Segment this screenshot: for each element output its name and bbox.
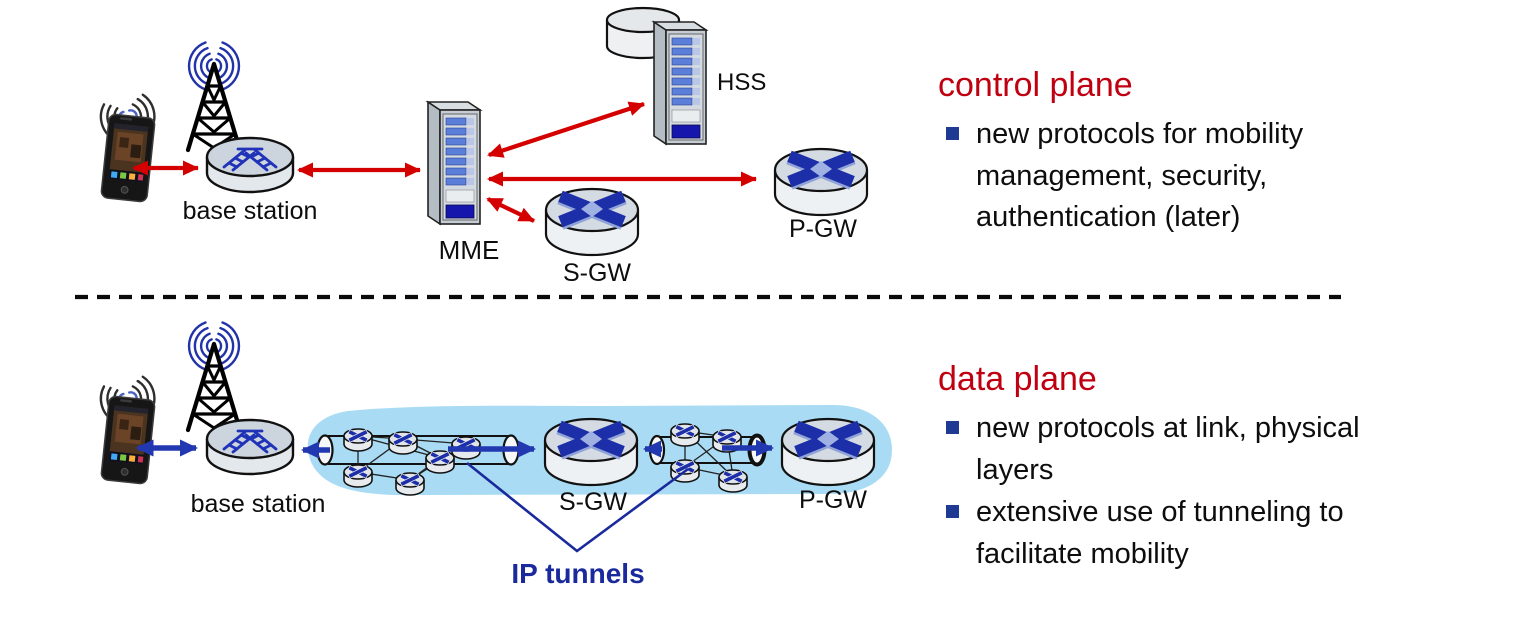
tunnel-router-icon [718,469,748,493]
tunnel-router-icon [388,431,418,455]
hss-server-icon [653,21,707,145]
list-item: new protocols for mobility management, s… [946,114,1490,239]
sgw-router-icon-bottom [543,417,639,487]
tunnel-router-icon [395,472,425,496]
bullet-square-icon [946,505,959,518]
pgw-router-icon-top [773,147,869,217]
control-plane-panel: control plane new protocols for mobility… [938,66,1490,240]
ip-tunnels-callout-line [466,461,689,553]
mobile-phone-icon [96,91,160,204]
pgw-router-icon-bottom [780,417,876,487]
data-plane-arrows [135,439,774,459]
list-item: extensive use of tunneling to facilitate… [946,492,1490,575]
base-station-label-top: base station [182,197,318,225]
tunnel-router-icon [343,428,373,452]
sgw-label-top: S-GW [562,259,632,287]
arrow-mme-hss [487,101,645,158]
cell-tower-icon [188,323,240,431]
mme-server-icon [427,101,481,225]
data-plane-panel: data plane new protocols at link, physic… [938,360,1490,576]
arrow-mme-sgw [486,197,535,223]
base-station-router [205,418,295,476]
mme-label: MME [438,235,500,265]
base-station-label-bottom: base station [190,490,326,518]
list-item: new protocols at link, physical layers [946,408,1490,491]
bullet-square-icon [946,127,959,140]
tunnel-router-icon [670,423,700,447]
control-plane-arrows [132,101,757,223]
bullet-square-icon [946,421,959,434]
pgw-label-top: P-GW [788,215,858,243]
data-plane-heading: data plane [938,360,1097,398]
sgw-label-bottom: S-GW [558,488,628,516]
hss-label: HSS [717,69,767,96]
ip-tunnels-label: IP tunnels [511,558,645,589]
tunnel-router-icon [343,464,373,488]
sgw-router-icon-top [544,187,640,257]
bullet-text: new protocols at link, physical layers [976,412,1360,486]
control-plane-heading: control plane [938,66,1133,104]
bullet-text: new protocols for mobility management, s… [976,118,1304,233]
mobile-phone-icon [96,373,160,486]
pgw-label-bottom: P-GW [798,486,868,514]
bullet-text: extensive use of tunneling to facilitate… [976,496,1344,570]
cell-tower-icon [188,43,240,151]
tunnel-router-icon [425,450,455,474]
base-station-router [205,136,295,194]
